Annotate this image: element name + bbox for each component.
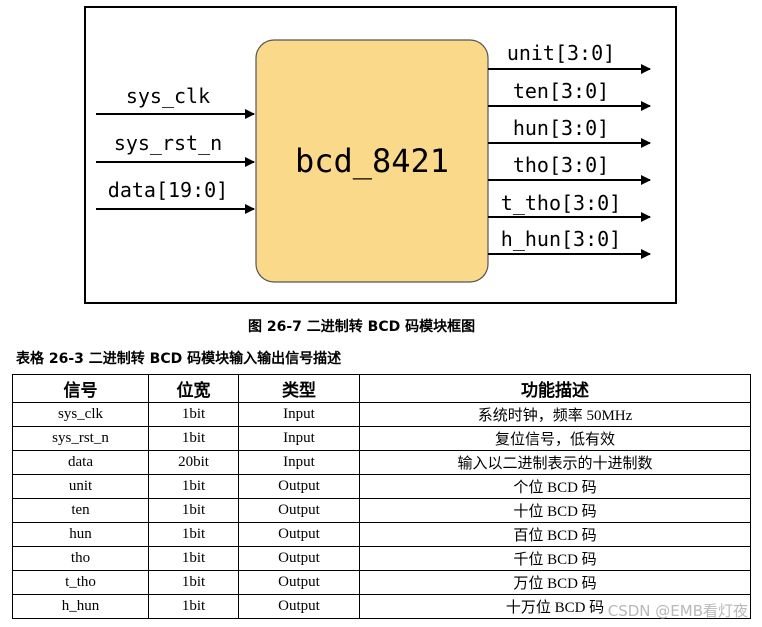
table-row: t_tho 1bit Output 万位 BCD 码 bbox=[12, 570, 751, 595]
cell-type: Output bbox=[238, 594, 360, 619]
output-label: tho[3:0] bbox=[513, 153, 609, 177]
input-signal: sys_clk bbox=[96, 84, 255, 119]
cell-type: Input bbox=[238, 450, 360, 475]
cell-type: Output bbox=[238, 522, 360, 547]
output-signal: tho[3:0] bbox=[488, 153, 651, 185]
output-signal: hun[3:0] bbox=[488, 116, 651, 148]
cell-description: 百位 BCD 码 bbox=[359, 522, 751, 547]
cell-width: 1bit bbox=[148, 546, 239, 571]
table-row: sys_clk 1bit Input 系统时钟，频率 50MHz bbox=[12, 402, 751, 427]
output-signal: ten[3:0] bbox=[488, 79, 651, 111]
input-label: data[19:0] bbox=[108, 178, 228, 202]
cell-signal: unit bbox=[12, 474, 149, 499]
table-header-row: 信号 位宽 类型 功能描述 bbox=[12, 374, 751, 403]
cell-width: 1bit bbox=[148, 498, 239, 523]
header-signal: 信号 bbox=[12, 374, 149, 403]
module-block-diagram: bcd_8421 sys_clk sys_rst_n data[19:0] un… bbox=[84, 6, 677, 304]
signal-description-table: 信号 位宽 类型 功能描述 sys_clk 1bit Input 系统时钟，频率… bbox=[12, 374, 751, 619]
table-row: tho 1bit Output 千位 BCD 码 bbox=[12, 546, 751, 571]
cell-type: Input bbox=[238, 426, 360, 451]
cell-width: 1bit bbox=[148, 594, 239, 619]
cell-width: 20bit bbox=[148, 450, 239, 475]
cell-width: 1bit bbox=[148, 570, 239, 595]
cell-signal: sys_clk bbox=[12, 402, 149, 427]
header-description: 功能描述 bbox=[359, 374, 751, 403]
cell-width: 1bit bbox=[148, 426, 239, 451]
table-row: hun 1bit Output 百位 BCD 码 bbox=[12, 522, 751, 547]
cell-description: 输入以二进制表示的十进制数 bbox=[359, 450, 751, 475]
table-row: sys_rst_n 1bit Input 复位信号，低有效 bbox=[12, 426, 751, 451]
table-caption: 表格 26-3 二进制转 BCD 码模块输入输出信号描述 bbox=[16, 351, 342, 367]
module-name: bcd_8421 bbox=[295, 142, 449, 180]
cell-type: Output bbox=[238, 498, 360, 523]
cell-description: 万位 BCD 码 bbox=[359, 570, 751, 595]
figure-caption: 图 26-7 二进制转 BCD 码模块框图 bbox=[248, 319, 476, 335]
output-signal: t_tho[3:0] bbox=[488, 191, 651, 222]
input-signal: sys_rst_n bbox=[96, 131, 255, 167]
cell-type: Input bbox=[238, 402, 360, 427]
table-row: data 20bit Input 输入以二进制表示的十进制数 bbox=[12, 450, 751, 475]
cell-signal: sys_rst_n bbox=[12, 426, 149, 451]
cell-width: 1bit bbox=[148, 522, 239, 547]
cell-signal: h_hun bbox=[12, 594, 149, 619]
output-label: h_hun[3:0] bbox=[501, 227, 621, 251]
table-row: h_hun 1bit Output 十万位 BCD 码 bbox=[12, 594, 751, 619]
output-label: t_tho[3:0] bbox=[501, 191, 621, 215]
watermark: CSDN @EMB看灯夜 bbox=[607, 602, 748, 620]
cell-type: Output bbox=[238, 546, 360, 571]
output-label: unit[3:0] bbox=[507, 41, 615, 65]
table-row: ten 1bit Output 十位 BCD 码 bbox=[12, 498, 751, 523]
cell-signal: data bbox=[12, 450, 149, 475]
cell-description: 复位信号，低有效 bbox=[359, 426, 751, 451]
cell-description: 个位 BCD 码 bbox=[359, 474, 751, 499]
cell-width: 1bit bbox=[148, 474, 239, 499]
cell-description: 千位 BCD 码 bbox=[359, 546, 751, 571]
diagram-frame bbox=[84, 6, 677, 304]
output-signal: h_hun[3:0] bbox=[488, 227, 651, 259]
cell-description: 十万位 BCD 码 bbox=[359, 594, 751, 619]
module-box bbox=[255, 39, 489, 283]
cell-width: 1bit bbox=[148, 402, 239, 427]
cell-description: 系统时钟，频率 50MHz bbox=[359, 402, 751, 427]
cell-type: Output bbox=[238, 474, 360, 499]
input-signal: data[19:0] bbox=[96, 178, 255, 214]
cell-signal: ten bbox=[12, 498, 149, 523]
cell-description: 十位 BCD 码 bbox=[359, 498, 751, 523]
output-label: hun[3:0] bbox=[513, 116, 609, 140]
input-label: sys_clk bbox=[126, 84, 210, 108]
header-width: 位宽 bbox=[148, 374, 239, 403]
output-label: ten[3:0] bbox=[513, 79, 609, 103]
cell-type: Output bbox=[238, 570, 360, 595]
table-row: unit 1bit Output 个位 BCD 码 bbox=[12, 474, 751, 499]
header-type: 类型 bbox=[238, 374, 360, 403]
cell-signal: tho bbox=[12, 546, 149, 571]
input-label: sys_rst_n bbox=[114, 131, 222, 155]
cell-signal: hun bbox=[12, 522, 149, 547]
cell-signal: t_tho bbox=[12, 570, 149, 595]
output-signal: unit[3:0] bbox=[488, 41, 651, 74]
